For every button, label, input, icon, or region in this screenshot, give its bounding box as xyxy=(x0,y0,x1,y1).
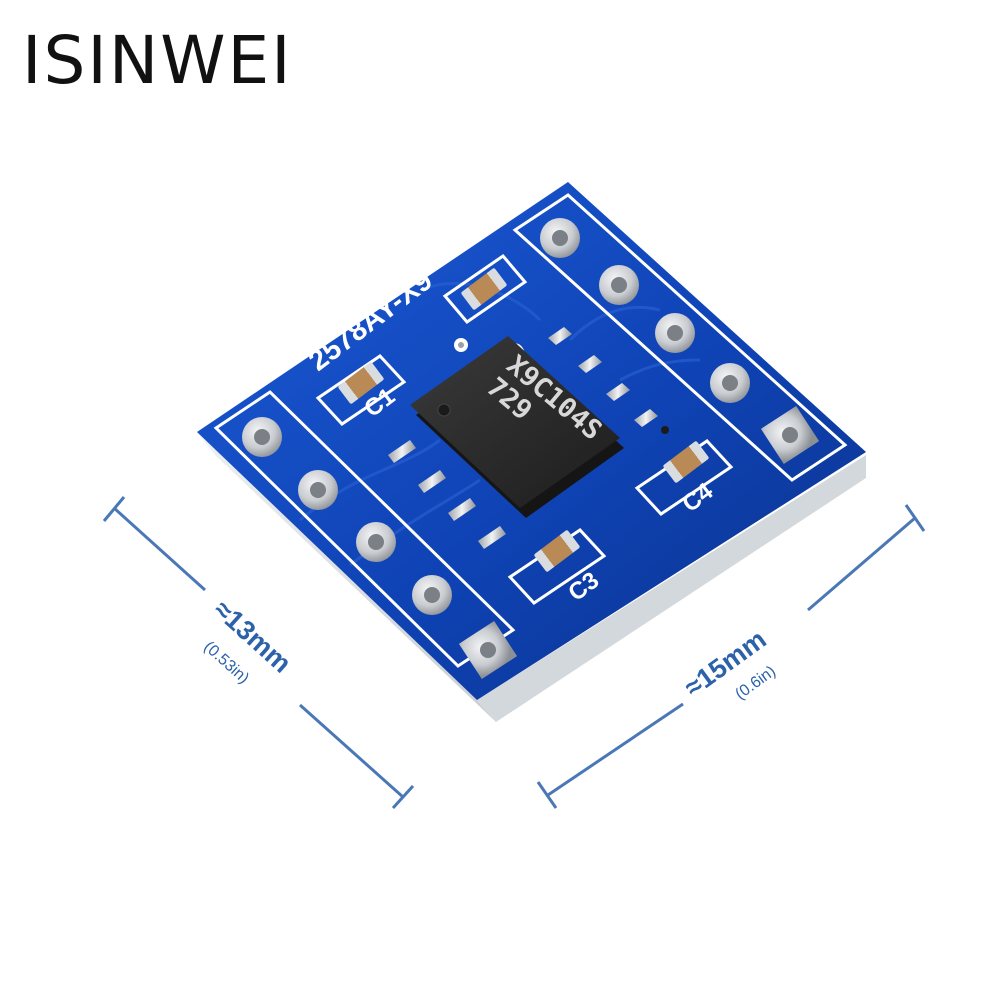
header-pad xyxy=(412,575,452,615)
capacitor-c2 xyxy=(461,268,507,310)
capacitor-c1 xyxy=(338,362,384,404)
header-pad xyxy=(599,265,639,305)
header-pad-square xyxy=(760,405,820,465)
left-header-pads xyxy=(242,417,518,680)
ic-pins-back xyxy=(548,327,658,427)
via xyxy=(458,342,464,348)
header-pad xyxy=(298,470,338,510)
dimension-left xyxy=(102,496,415,810)
header-pad xyxy=(710,363,750,403)
silkscreen-header-outline-left xyxy=(213,390,516,668)
right-header-pads xyxy=(540,218,820,465)
board-edge xyxy=(197,432,866,722)
capacitor-c4 xyxy=(663,441,709,483)
header-pad xyxy=(242,417,282,457)
capacitor-c3 xyxy=(534,530,580,572)
silkscreen-header-outline-right xyxy=(512,193,848,482)
header-pad xyxy=(655,313,695,353)
via xyxy=(661,426,669,434)
brand-logo-text: ISINWEI xyxy=(22,22,293,99)
pin1-marker xyxy=(437,403,451,417)
dimension-right xyxy=(536,504,926,809)
header-pad xyxy=(356,522,396,562)
ic-pins-front xyxy=(388,440,506,549)
header-pad-square xyxy=(458,620,518,680)
header-pad xyxy=(540,218,580,258)
